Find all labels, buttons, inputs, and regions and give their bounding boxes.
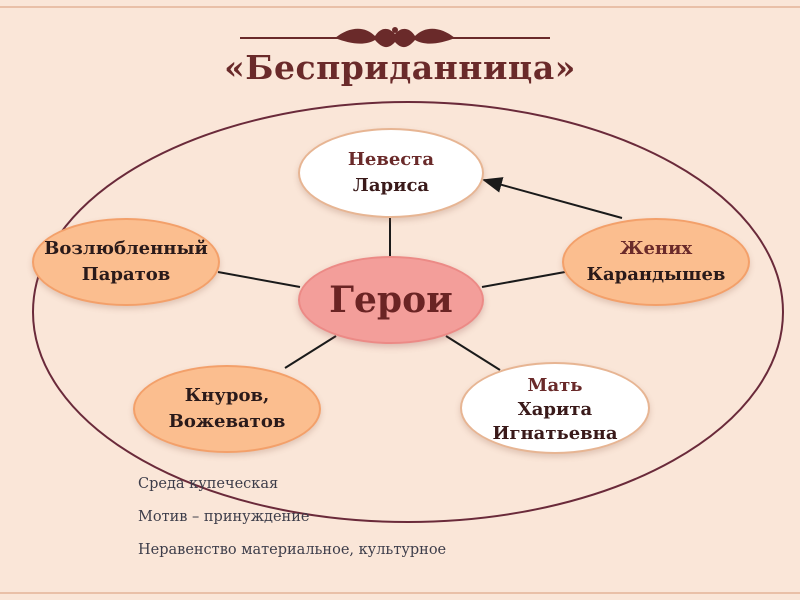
node-mother: Мать Харита Игнатьевна	[460, 362, 650, 454]
connector-center-beloved	[217, 271, 301, 288]
bottom-frame-line	[0, 592, 800, 594]
arrow-groom-to-bride	[482, 177, 623, 219]
node-bride-line2: Лариса	[352, 175, 430, 196]
title-ornament	[240, 27, 550, 48]
note-environment: Среда купеческая	[138, 476, 279, 492]
node-merchants: Кнуров, Вожеватов	[133, 365, 321, 453]
node-mother-line2: Харита	[517, 399, 593, 420]
node-merchants-line1: Кнуров,	[184, 385, 270, 406]
node-beloved-line1: Возлюбленный	[44, 238, 208, 259]
node-center: Герои	[298, 256, 484, 344]
node-groom-line2: Карандышев	[586, 264, 726, 285]
node-bride: Невеста Лариса	[298, 128, 484, 218]
top-frame-line	[0, 6, 800, 8]
node-mother-line1: Мать	[527, 375, 583, 396]
node-center-label: Герои	[329, 279, 453, 321]
page-title: «Бесприданница»	[224, 48, 576, 87]
outer-ellipse	[32, 101, 784, 523]
notes-list: Среда купеческая Мотив – принуждение Нер…	[138, 473, 446, 572]
node-groom: Жених Карандышев	[562, 218, 750, 306]
node-merchants-line2: Вожеватов	[168, 411, 286, 432]
connector-center-mother	[445, 335, 501, 371]
connector-center-merchants	[284, 335, 337, 369]
node-mother-line3: Игнатьевна	[492, 423, 618, 444]
node-beloved-line2: Паратов	[81, 264, 171, 285]
note-motive: Мотив – принуждение	[138, 509, 310, 525]
connector-center-groom	[481, 271, 566, 288]
note-inequality: Неравенство материальное, культурное	[138, 542, 447, 558]
node-groom-line1: Жених	[619, 238, 693, 259]
node-beloved: Возлюбленный Паратов	[32, 218, 220, 306]
node-bride-line1: Невеста	[347, 149, 435, 170]
